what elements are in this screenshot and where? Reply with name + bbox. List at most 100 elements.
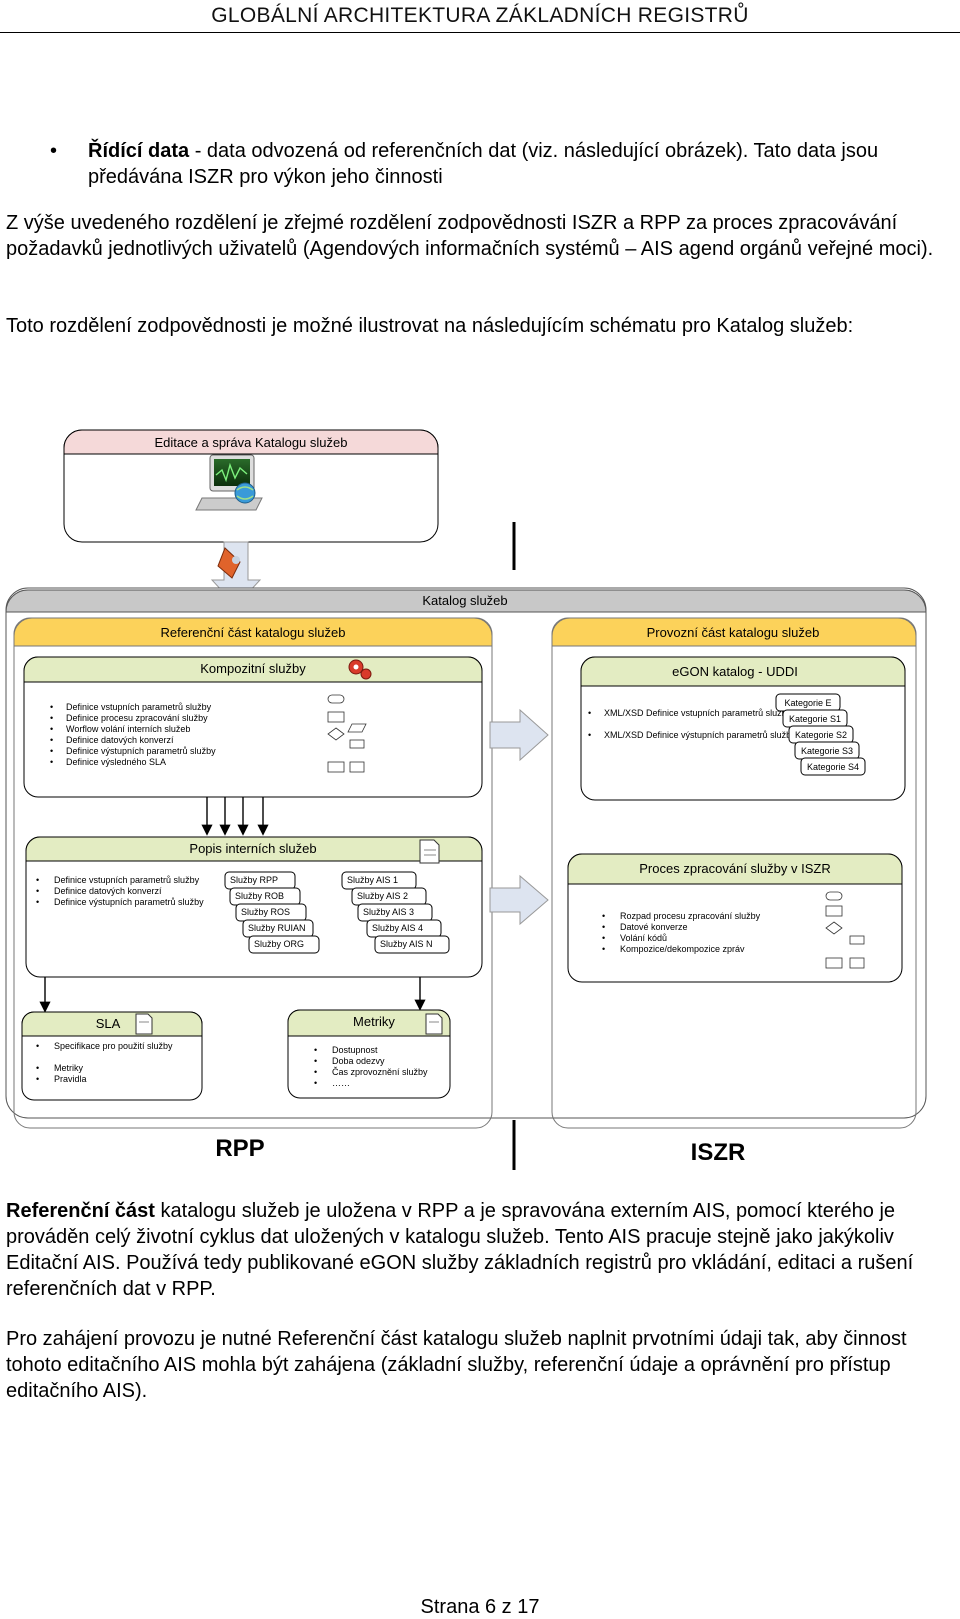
svg-text:•: • — [314, 1078, 317, 1088]
svg-text:Čas zprovoznění služby: Čas zprovoznění služby — [332, 1067, 428, 1077]
catalog-diagram: Editace a správa Katalogu služeb Katalog… — [5, 429, 927, 1170]
document-icon — [419, 839, 440, 864]
svg-text:Dostupnost: Dostupnost — [332, 1045, 378, 1055]
sla-box: SLA • Specifikace pro použití služby • Met… — [21, 1011, 203, 1101]
sluzby-reg-stack: Služby RPP Služby ROB Služby ROS Služby … — [224, 871, 320, 954]
svg-text:•: • — [36, 886, 39, 896]
paragraph-zahajeni: Pro zahájení provozu je nutné Referenční… — [6, 1328, 907, 1402]
svg-text:SLA: SLA — [96, 1016, 121, 1031]
sluzby-ais-stack: Služby AIS 1 Služby AIS 2 Služby AIS 3 S… — [341, 871, 450, 954]
svg-text:•: • — [36, 897, 39, 907]
referencni-header: Referenční část katalogu služeb — [13, 617, 493, 1129]
proces-box: Proces zpracování služby v ISZR • Rozpad … — [567, 853, 903, 983]
svg-text:Pravidla: Pravidla — [54, 1074, 87, 1084]
rpp-label: RPP — [215, 1135, 264, 1162]
flowchart-icon — [327, 694, 367, 773]
popis-box: Popis interních služeb • Definice vstupní… — [25, 836, 483, 978]
svg-text:Rozpad procesu zpracování služ: Rozpad procesu zpracování služby — [620, 911, 761, 921]
svg-text:Definice výstupních parametrů: Definice výstupních parametrů služby — [54, 897, 204, 907]
paragraph-responsibility: Z výše uvedeného rozdělení je zřejmé roz… — [6, 212, 934, 260]
document-icon — [135, 1013, 153, 1035]
svg-text:Kategorie S4: Kategorie S4 — [807, 762, 859, 772]
gears-icon — [348, 659, 372, 680]
svg-text:Datové konverze: Datové konverze — [620, 922, 688, 932]
svg-text:•: • — [50, 713, 53, 723]
tools-icon — [217, 547, 241, 579]
egon-box: eGON katalog - UDDI • XML/XSD Definice vs… — [580, 656, 906, 801]
svg-text:Definice výsledného SLA: Definice výsledného SLA — [66, 757, 166, 767]
svg-text:•: • — [602, 922, 605, 932]
svg-text:•: • — [314, 1067, 317, 1077]
svg-text:Definice výstupních parametrů: Definice výstupních parametrů služby — [66, 746, 216, 756]
svg-text:Služby RUIAN: Služby RUIAN — [248, 923, 306, 933]
svg-text:•: • — [602, 933, 605, 943]
bullet-text: Řídící data - data odvozená od referenčn… — [88, 140, 879, 188]
svg-text:Referenční část katalogu služe: Referenční část katalogu služeb — [161, 625, 346, 640]
svg-text:•: • — [50, 724, 53, 734]
kategorie-stack: Kategorie E Kategorie S1 Kategorie S2 Ka… — [775, 693, 866, 776]
svg-text:Proces zpracování služby v ISZ: Proces zpracování služby v ISZR — [639, 861, 830, 876]
svg-text:Služby ORG: Služby ORG — [254, 939, 304, 949]
svg-text:Metriky: Metriky — [353, 1014, 395, 1029]
svg-text:Služby AIS N: Služby AIS N — [380, 939, 433, 949]
egon-list: • XML/XSD Definice vstupních parametrů sl… — [588, 708, 796, 740]
svg-text:•: • — [50, 757, 53, 767]
ref-to-provoz-arrow — [489, 708, 549, 762]
iszr-label: ISZR — [691, 1139, 746, 1166]
metriky-box: Metriky • Dostupnost • Doba odezvy • Čas zp… — [287, 1009, 451, 1099]
svg-text:•: • — [36, 875, 39, 885]
svg-text:……: …… — [332, 1078, 350, 1088]
metriky-list: • Dostupnost • Doba odezvy • Čas zprovozněn… — [314, 1045, 428, 1088]
svg-text:Definice datových konverzí: Definice datových konverzí — [66, 735, 174, 745]
paragraph-referencni: Referenční část katalogu služeb je ulože… — [6, 1200, 914, 1300]
svg-text:Provozní část katalogu služeb: Provozní část katalogu služeb — [647, 625, 820, 640]
computer-icon — [195, 454, 263, 511]
svg-text:XML/XSD Definice výstupních pa: XML/XSD Definice výstupních parametrů sl… — [604, 730, 796, 740]
popis-to-proces-arrow — [489, 874, 549, 926]
svg-text:Kategorie S2: Kategorie S2 — [795, 730, 847, 740]
svg-text:•: • — [314, 1045, 317, 1055]
svg-text:•: • — [50, 702, 53, 712]
svg-text:•: • — [36, 1041, 39, 1051]
katalog-title: Katalog služeb — [422, 593, 507, 608]
provozni-header: Provozní část katalogu služeb — [551, 617, 917, 1129]
popis-list: • Definice vstupních parametrů služby • De… — [36, 875, 204, 907]
svg-text:Worflow volání interních služe: Worflow volání interních služeb — [66, 724, 190, 734]
svg-text:•: • — [50, 746, 53, 756]
svg-text:Kompozitní služby: Kompozitní služby — [200, 661, 306, 676]
bullet-icon: • — [50, 140, 58, 162]
document-icon — [425, 1013, 443, 1035]
svg-text:Kategorie E: Kategorie E — [784, 698, 831, 708]
svg-text:Kategorie S1: Kategorie S1 — [789, 714, 841, 724]
svg-text:Definice datových konverzí: Definice datových konverzí — [54, 886, 162, 896]
svg-text:Popis interních služeb: Popis interních služeb — [189, 841, 316, 856]
svg-text:Služby ROS: Služby ROS — [241, 907, 290, 917]
flowchart-icon — [825, 891, 865, 969]
proces-list: • Rozpad procesu zpracování služby • Datov… — [602, 911, 761, 954]
svg-text:Služby AIS 2: Služby AIS 2 — [357, 891, 408, 901]
svg-text:Kompozice/dekompozice zpráv: Kompozice/dekompozice zpráv — [620, 944, 745, 954]
svg-text:Definice vstupních parametrů s: Definice vstupních parametrů služby — [54, 875, 200, 885]
svg-text:•: • — [50, 735, 53, 745]
editace-title: Editace a správa Katalogu služeb — [155, 435, 348, 450]
svg-text:Definice procesu zpracování sl: Definice procesu zpracování služby — [66, 713, 208, 723]
svg-text:Služby AIS 1: Služby AIS 1 — [347, 875, 398, 885]
svg-text:Služby AIS 4: Služby AIS 4 — [372, 923, 423, 933]
svg-text:Metriky: Metriky — [54, 1063, 83, 1073]
svg-text:Volání kódů: Volání kódů — [620, 933, 667, 943]
kompozitni-box: Kompozitní služby •Definice vstupních pa… — [23, 656, 483, 798]
kompozitni-list: •Definice vstupních parametrů služby •De… — [50, 702, 216, 767]
svg-text:XML/XSD Definice vstupních par: XML/XSD Definice vstupních parametrů slu… — [604, 708, 792, 718]
page-header: GLOBÁLNÍ ARCHITEKTURA ZÁKLADNÍCH REGISTR… — [0, 0, 960, 33]
paragraph-illustration: Toto rozdělení zodpovědnosti je možné il… — [6, 315, 854, 337]
svg-text:Služby AIS 3: Služby AIS 3 — [363, 907, 414, 917]
svg-text:Služby ROB: Služby ROB — [235, 891, 284, 901]
svg-text:•: • — [36, 1063, 39, 1073]
svg-text:•: • — [588, 730, 591, 740]
svg-text:Kategorie S3: Kategorie S3 — [801, 746, 853, 756]
svg-text:Doba odezvy: Doba odezvy — [332, 1056, 385, 1066]
svg-text:eGON katalog - UDDI: eGON katalog - UDDI — [672, 664, 798, 679]
svg-text:•: • — [602, 944, 605, 954]
svg-text:Specifikace pro použití služby: Specifikace pro použití služby — [54, 1041, 173, 1051]
svg-text:Služby RPP: Služby RPP — [230, 875, 278, 885]
